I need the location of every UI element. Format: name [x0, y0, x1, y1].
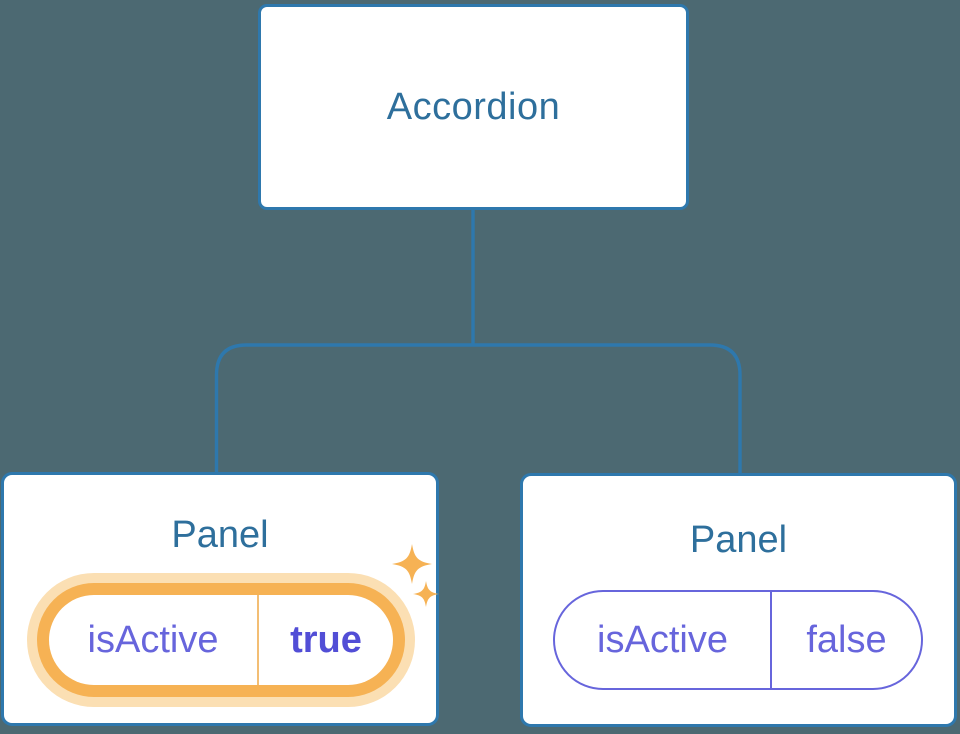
state-value-text: true: [290, 618, 362, 661]
branch-bracket-line: [214, 343, 742, 475]
node-panel-inactive-label: Panel: [689, 519, 788, 561]
state-key: isActive: [87, 618, 219, 661]
state-value: true: [259, 595, 393, 685]
node-accordion-label: Accordion: [386, 85, 561, 128]
state-key: isActive: [597, 618, 728, 661]
pill-divider: [257, 595, 259, 685]
state-pill-active-inner: isActive true: [49, 595, 393, 685]
sparkles-icon: [392, 544, 439, 607]
state-pill-active-ring: isActive true: [37, 583, 405, 697]
state-pill-inactive: isActive false: [553, 590, 923, 690]
node-panel-active-label: Panel: [171, 514, 269, 556]
node-accordion: Accordion: [258, 4, 689, 210]
state-pill-active: isActive true: [27, 573, 415, 707]
pill-divider: [770, 592, 772, 688]
state-value: false: [806, 618, 887, 661]
